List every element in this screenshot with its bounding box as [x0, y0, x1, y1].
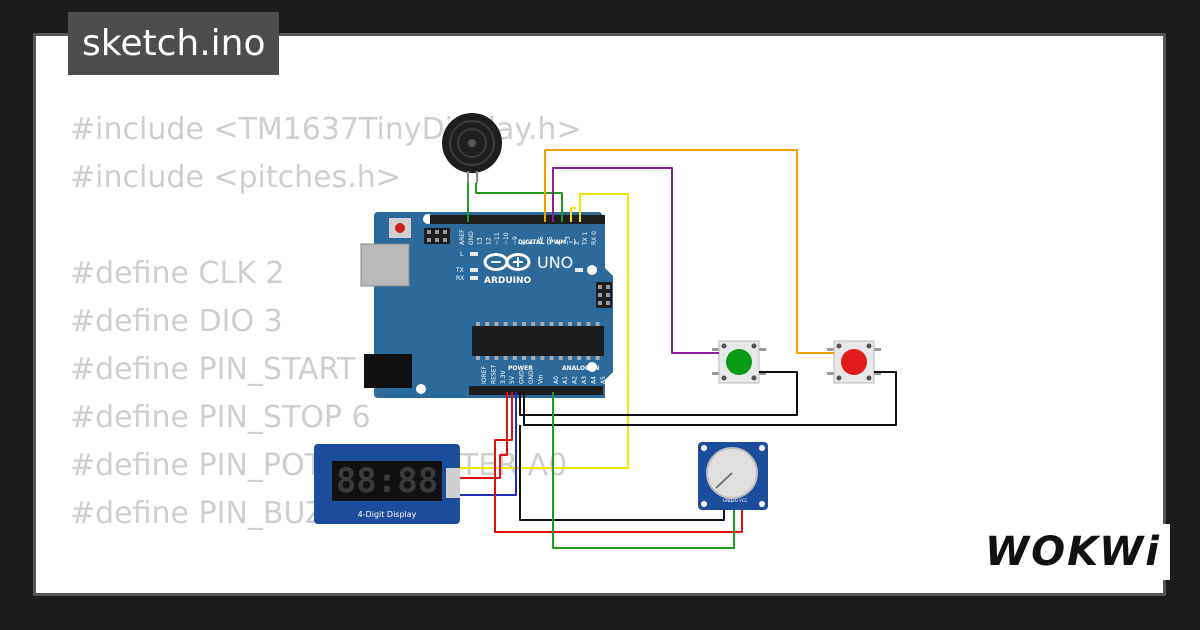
top-pin-label: ~3 — [565, 236, 572, 245]
code-line: #define PIN_STOP 6 — [70, 400, 371, 435]
code-line: #define DIO 3 — [70, 304, 283, 339]
top-pin-label: ~6 — [538, 236, 545, 245]
wire-display-dio — [570, 207, 576, 222]
top-pin-label: 7 — [529, 241, 536, 245]
top-pin-label: 4 — [556, 241, 563, 245]
bottom-pin-label: A3 — [581, 376, 588, 384]
power-jack — [364, 354, 412, 388]
led-label-l: L — [460, 251, 464, 258]
top-pin-label: AREF — [459, 229, 466, 245]
start-pushbutton[interactable] — [712, 340, 766, 384]
pot-pin-vcc: VCC — [739, 498, 748, 503]
code-line: #define STEPS_PER_MIN 60UL — [70, 586, 582, 593]
preview-card: #include <TM1637TinyDisplay.h> #include <… — [33, 33, 1166, 596]
atmega-chip — [472, 322, 604, 360]
led-label-rx: RX — [456, 275, 464, 282]
display-pin-header — [446, 468, 460, 498]
code-line: #include <TM1637TinyDisplay.h> — [70, 112, 582, 147]
analog-label: ANALOG IN — [562, 365, 599, 372]
sketch-title-badge: sketch.ino — [68, 12, 280, 75]
top-pin-label: ~5 — [547, 236, 554, 245]
usb-port — [360, 243, 410, 287]
top-pin-label: 12 — [485, 237, 492, 245]
arduino-infinity-logo-icon — [483, 253, 531, 271]
display-digits: 88:88 — [336, 461, 438, 501]
wokwi-logo: WOKWi — [976, 524, 1170, 580]
top-pin-label: RX 0 — [591, 231, 598, 245]
bottom-pin-label: 5V — [509, 375, 516, 384]
wires — [460, 149, 897, 549]
wire-start-button-gnd — [519, 371, 798, 416]
mount-hole — [587, 362, 597, 372]
bottom-pin-label: 3.3V — [500, 369, 507, 384]
power-label: POWER — [508, 365, 533, 372]
wire-display-gnd — [460, 392, 517, 496]
code-line: #define CLK 2 — [70, 256, 285, 291]
wire-buzzer-signal — [475, 183, 563, 222]
icsp-header-left — [424, 228, 450, 244]
code-listing: #include <TM1637TinyDisplay.h> #include <… — [70, 106, 582, 593]
bottom-pin-label: GND — [528, 370, 535, 384]
top-pin-label: GND — [468, 231, 475, 245]
top-pin-label: ~10 — [503, 232, 510, 245]
bottom-pin-label: Vin — [537, 374, 544, 384]
code-line: #include <pitches.h> — [70, 160, 401, 195]
wire-display-clk — [460, 193, 629, 469]
pot-pin-sig: SIG — [731, 498, 738, 503]
bottom-pin-label: A5 — [600, 376, 607, 384]
wire-stop-button — [544, 149, 834, 354]
top-pin-label: ~9 — [512, 236, 519, 245]
digital-label: DIGITAL (PWM ~) — [518, 239, 576, 246]
wire-pot-signal — [552, 392, 735, 549]
tm1637-display-module[interactable]: 88:88 4-Digit Display — [314, 444, 460, 524]
on-label: ON — [588, 267, 597, 274]
buzzer[interactable] — [442, 113, 502, 183]
potentiometer[interactable]: GND SIG VCC — [698, 442, 768, 510]
top-pin-label: 2 — [573, 241, 580, 245]
pot-pin-gnd: GND — [723, 498, 732, 503]
led-label-tx: TX — [455, 267, 464, 274]
top-pin-label: 13 — [477, 237, 484, 245]
wire-display-vcc — [460, 392, 508, 479]
bottom-pin-label: A1 — [562, 376, 569, 384]
bottom-pin-header[interactable] — [469, 386, 603, 395]
wire-start-button — [552, 167, 719, 354]
top-pin-label: TX 1 — [582, 231, 589, 246]
bottom-pin-label: A4 — [590, 376, 597, 384]
bottom-pin-label: IOREF — [481, 366, 488, 384]
board-model: UNO — [537, 253, 573, 272]
green-button-cap[interactable] — [726, 349, 752, 375]
bottom-pin-label: GND — [519, 370, 526, 384]
board-brand: ARDUINO — [484, 276, 532, 286]
mount-hole — [416, 384, 426, 394]
wire-pot-gnd — [519, 425, 725, 521]
stop-pushbutton[interactable] — [827, 340, 881, 384]
top-pin-header[interactable] — [430, 215, 605, 224]
wire-stop-button-gnd — [523, 371, 897, 426]
top-pin-label: 8 — [521, 241, 528, 245]
icsp-header-right — [596, 282, 612, 308]
red-button-cap[interactable] — [841, 349, 867, 375]
bottom-pin-label: RESET — [490, 364, 497, 384]
bottom-pin-label: A2 — [572, 376, 579, 384]
top-pin-label: ~11 — [494, 232, 501, 245]
bottom-pin-label: A0 — [553, 376, 560, 384]
mount-hole — [587, 265, 597, 275]
display-label: 4-Digit Display — [358, 510, 417, 519]
wire-pot-vcc — [494, 392, 743, 533]
status-leds: L TX RX ON — [455, 251, 597, 282]
